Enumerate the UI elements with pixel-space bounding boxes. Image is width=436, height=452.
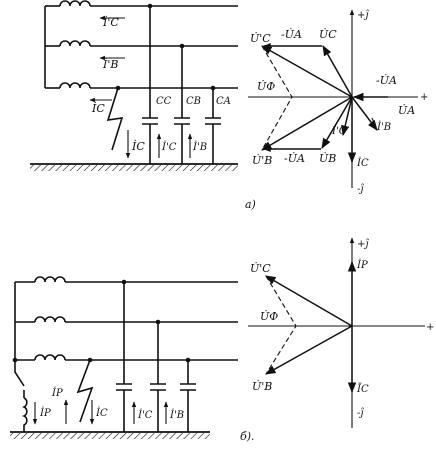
vector-u-b-prime	[261, 96, 353, 151]
axis-plus-j-b: +ĵ	[357, 239, 369, 250]
caption-b: б).	[240, 430, 255, 443]
label-i-p: İP	[356, 259, 368, 271]
ground-hatch-a	[30, 165, 238, 171]
label-current-c-prime-bottom: İ'C	[161, 141, 177, 153]
fault-lightning-b	[76, 359, 94, 423]
axis-plus-j-a: +ĵ	[357, 10, 369, 21]
label-minus-u-a-right: -U̇A	[376, 74, 397, 87]
label-u-c-prime-b: U̇'C	[250, 262, 271, 275]
coil-phase-c-a	[45, 0, 238, 7]
dashed-triangle-a	[261, 45, 293, 151]
label-u-c: U̇C	[319, 28, 337, 41]
switch-b	[14, 360, 25, 398]
vector-u-c-prime	[261, 45, 353, 98]
axis-minus-j-a: -ĵ	[357, 184, 364, 195]
coil-phase-a-a	[45, 82, 238, 89]
label-i-c: İC	[356, 157, 369, 169]
label-i-b-prime: İ'B	[376, 121, 391, 133]
label-u-c-prime: U̇'C	[250, 32, 271, 45]
label-current-b-prime: İ'B	[102, 57, 118, 71]
label-u-a: U̇A	[398, 104, 415, 117]
label-u-b: U̇B	[319, 152, 336, 165]
caption-a: a)	[245, 198, 256, 211]
vector-u-c-prime-b	[265, 275, 353, 327]
label-cap-a: CA	[216, 96, 231, 107]
ground-hatch-b	[10, 433, 210, 439]
phasor-b: +ĵ -ĵ + U̇'C U̇Φ U̇'B İP ĪC б).	[240, 237, 434, 443]
label-current-c-fault-b: İC	[95, 407, 108, 419]
phasor-a: +ĵ -ĵ + U̇'C -U̇A U̇C -U̇A U̇Φ U̇A U̇'B …	[245, 9, 428, 211]
label-u-phi-b: U̇Φ	[260, 310, 278, 323]
label-minus-u-a-bottom: -U̇A	[284, 152, 305, 165]
dashed-triangle-b	[265, 275, 297, 375]
dashed-i-link	[371, 117, 378, 131]
label-u-b-prime: U̇'B	[252, 154, 272, 167]
arc-suppression-coil	[22, 397, 28, 432]
label-current-p: İP	[39, 407, 51, 419]
coil-phase-c-b	[15, 276, 238, 283]
axis-plus-a: +	[420, 92, 428, 103]
label-i-c-prime: İ'C	[331, 125, 347, 137]
label-i-c-b: ĪC	[356, 383, 369, 395]
label-current-p-fault: İP	[51, 387, 63, 399]
label-current-b-prime-bottom: İ'B	[192, 141, 207, 153]
fault-lightning-a	[106, 87, 124, 151]
label-cap-b: CB	[186, 96, 201, 107]
label-current-c-prime: İ'C	[102, 15, 119, 29]
label-cap-c: CC	[156, 96, 172, 107]
circuit-a: İ'C İ'B İC İC İ'C İ'B CC CB CA	[30, 0, 238, 171]
coil-phase-a-b	[15, 354, 238, 361]
vector-u-b	[321, 96, 353, 149]
label-u-phi: U̇Φ	[257, 80, 275, 93]
label-current-c-fault: İC	[131, 139, 145, 153]
vector-i-b-prime	[351, 96, 378, 131]
circuit-b: İP İP İC İ'C İ'B	[10, 276, 238, 439]
label-minus-u-a-top: -U̇A	[281, 28, 302, 41]
vector-u-b-prime-b	[265, 325, 353, 375]
label-current-b-prime-b: İ'B	[169, 409, 184, 421]
vector-u-c	[322, 45, 353, 98]
vector-i-c-prime	[341, 96, 353, 137]
axis-plus-b: +	[426, 322, 434, 333]
label-u-b-prime-b: U̇'B	[252, 380, 272, 393]
coil-phase-b-a	[45, 40, 238, 47]
label-current-c-prime-b: İ'C	[137, 409, 153, 421]
axis-minus-j-b: -ĵ	[357, 408, 364, 419]
coil-phase-b-b	[15, 316, 238, 323]
label-current-c-line: İC	[91, 101, 105, 115]
